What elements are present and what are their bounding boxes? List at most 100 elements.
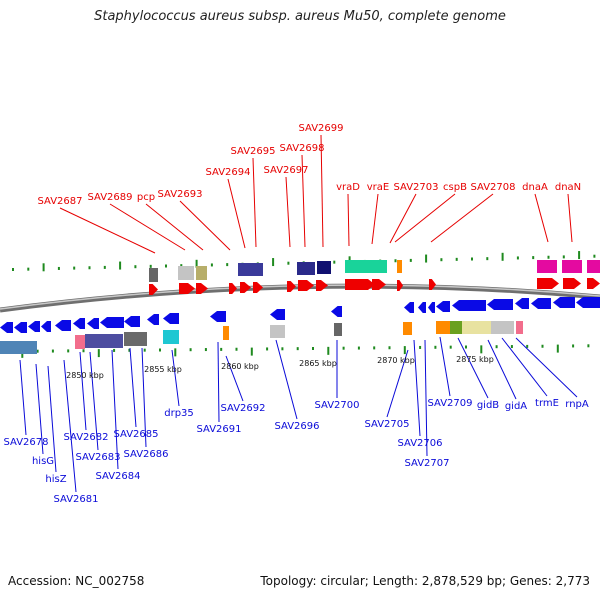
leader-line-vraD bbox=[347, 193, 350, 247]
tick-mark bbox=[287, 261, 290, 265]
tick-mark bbox=[547, 255, 550, 259]
tick-mark bbox=[342, 346, 345, 350]
tick-mark bbox=[327, 346, 330, 355]
forward-gene-arrow bbox=[397, 280, 403, 291]
feature-block bbox=[0, 341, 37, 354]
tick-mark bbox=[113, 348, 116, 352]
gene-label-SAV2685: SAV2685 bbox=[113, 429, 158, 440]
leader-line-SAV2695 bbox=[252, 157, 257, 248]
leader-line-SAV2698 bbox=[301, 154, 306, 248]
tick-mark bbox=[296, 347, 299, 351]
leader-line-rnpA bbox=[515, 337, 578, 398]
tick-mark bbox=[82, 349, 85, 353]
reverse-gene-arrow bbox=[428, 302, 435, 313]
tick-mark bbox=[119, 261, 122, 270]
feature-block bbox=[75, 335, 85, 349]
reverse-gene-arrow bbox=[147, 314, 159, 325]
gene-label-dnaN: dnaN bbox=[555, 182, 581, 193]
kbp-label: 2865 kbp bbox=[299, 359, 337, 368]
feature-block bbox=[334, 323, 342, 336]
tick-mark bbox=[180, 264, 183, 268]
tick-mark bbox=[465, 345, 467, 349]
leader-line-SAV2692 bbox=[225, 355, 244, 402]
feature-block bbox=[238, 263, 263, 276]
tick-mark bbox=[174, 348, 177, 357]
tick-mark bbox=[67, 349, 70, 353]
gene-label-SAV2689: SAV2689 bbox=[87, 192, 132, 203]
tick-mark bbox=[312, 347, 314, 350]
kbp-label: 2870 kbp bbox=[377, 356, 415, 365]
reverse-gene-arrow bbox=[576, 297, 600, 308]
leader-line-SAV2683 bbox=[89, 351, 99, 451]
leader-line-SAV2693 bbox=[179, 200, 231, 251]
gene-label-gidB: gidB bbox=[477, 400, 499, 411]
gene-label-gidA: gidA bbox=[505, 401, 527, 412]
tick-mark bbox=[510, 345, 513, 349]
feature-block bbox=[397, 260, 402, 273]
feature-block bbox=[562, 260, 582, 273]
reverse-gene-arrow bbox=[452, 300, 486, 311]
tick-mark bbox=[373, 346, 376, 350]
gene-label-SAV2678: SAV2678 bbox=[3, 437, 48, 448]
gene-label-dnaA: dnaA bbox=[522, 182, 548, 193]
tick-mark bbox=[333, 260, 336, 264]
tick-mark bbox=[440, 258, 443, 262]
gene-label-SAV2707: SAV2707 bbox=[404, 458, 449, 469]
tick-mark bbox=[532, 256, 535, 260]
bottom-label-lines bbox=[19, 336, 578, 493]
tick-mark bbox=[226, 263, 229, 267]
gene-label-SAV2708: SAV2708 bbox=[470, 182, 515, 193]
gene-label-rnpA: rnpA bbox=[565, 399, 589, 410]
feature-block bbox=[297, 262, 315, 275]
tick-mark bbox=[409, 258, 412, 262]
reverse-gene-arrow bbox=[163, 313, 179, 324]
tick-mark bbox=[220, 347, 223, 351]
tick-mark bbox=[134, 265, 137, 269]
tick-mark bbox=[235, 347, 238, 351]
feature-block bbox=[436, 321, 450, 334]
reverse-gene-arrow bbox=[14, 322, 27, 333]
forward-gene-arrow bbox=[345, 279, 375, 290]
leader-line-gidB bbox=[457, 337, 489, 399]
feature-block bbox=[178, 266, 194, 280]
kbp-label: 2860 kbp bbox=[221, 362, 259, 371]
leader-line-SAV2684 bbox=[111, 349, 119, 470]
tick-mark bbox=[578, 251, 581, 260]
leader-line-SAV2694 bbox=[227, 178, 246, 249]
gene-label-SAV2686: SAV2686 bbox=[123, 449, 168, 460]
tick-mark bbox=[281, 347, 284, 351]
reverse-gene-arrow bbox=[0, 322, 13, 333]
reverse-gene-arrow bbox=[41, 321, 51, 332]
tick-mark bbox=[195, 259, 198, 268]
gene-label-vraE: vraE bbox=[367, 182, 389, 193]
leader-line-dnaN bbox=[567, 193, 573, 243]
reverse-gene-arrow bbox=[553, 297, 575, 308]
tick-mark bbox=[128, 348, 131, 352]
leader-line-SAV2705 bbox=[386, 349, 409, 418]
leader-line-SAV2709 bbox=[439, 336, 451, 397]
tick-mark bbox=[572, 344, 575, 348]
gene-label-SAV2700: SAV2700 bbox=[314, 400, 359, 411]
bottom-tick-track bbox=[6, 344, 590, 358]
leader-line-SAV2707 bbox=[424, 339, 428, 457]
kbp-label: 2875 kbp bbox=[456, 355, 494, 364]
forward-gene-arrow bbox=[537, 278, 559, 289]
gene-label-SAV2692: SAV2692 bbox=[220, 403, 265, 414]
forward-gene-arrow bbox=[587, 278, 600, 289]
reverse-gene-arrow bbox=[124, 316, 140, 327]
leader-line-SAV2691 bbox=[217, 341, 220, 423]
leader-line-SAV2708 bbox=[430, 193, 494, 243]
leader-line-pcp bbox=[145, 203, 204, 251]
tick-mark bbox=[159, 348, 161, 352]
tick-mark bbox=[434, 345, 437, 349]
feature-block bbox=[403, 322, 412, 335]
reverse-gene-arrow bbox=[210, 311, 226, 322]
tick-mark bbox=[455, 257, 458, 261]
forward-gene-arrow bbox=[372, 279, 386, 290]
tick-mark bbox=[486, 257, 489, 261]
tick-mark bbox=[526, 344, 529, 348]
leader-line-SAV2682 bbox=[79, 351, 87, 431]
bottom-labels: SAV2678hisGhisZSAV2681SAV2682SAV2683SAV2… bbox=[3, 398, 588, 505]
tick-mark bbox=[471, 257, 473, 261]
